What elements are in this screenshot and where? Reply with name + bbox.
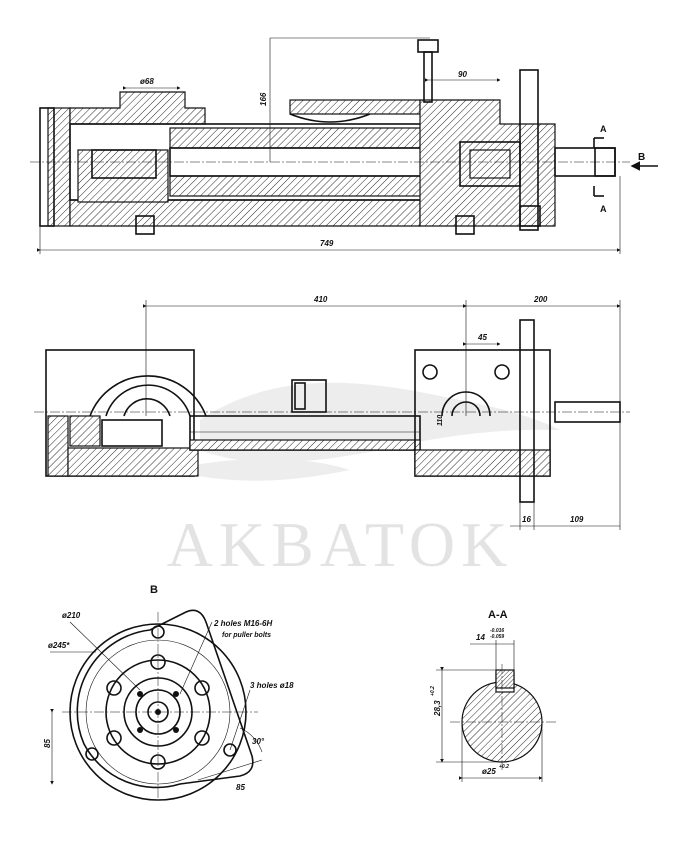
watermark-logo: AKBATOK (167, 382, 560, 580)
dim-28: 28,3 (433, 700, 442, 717)
dim-749: 749 (320, 239, 334, 248)
section-mark-a-top: A (600, 124, 607, 134)
dim-109: 109 (570, 515, 584, 524)
view-mark-b: B (638, 152, 645, 163)
tol-14-upper: -0.016 (490, 628, 504, 634)
tol-28: +0.2 (430, 686, 436, 696)
note-holes-m16-line2: for puller bolts (222, 632, 271, 639)
section-mark-a-bottom: A (600, 204, 607, 214)
note-holes-d18: 3 holes ø18 (250, 681, 294, 690)
middle-view: 410 200 45 110 16 109 (34, 295, 630, 530)
section-aa-title: A-A (488, 609, 508, 621)
dim-d68: ø68 (140, 77, 154, 86)
dim-45: 45 (477, 333, 487, 342)
note-holes-m16-line1: 2 holes M16-6H (213, 619, 272, 628)
dim-166: 166 (259, 92, 268, 106)
watermark-text: AKBATOK (167, 509, 514, 580)
dim-16: 16 (522, 515, 531, 524)
dim-90: 90 (458, 70, 467, 79)
dim-d245: ø245* (48, 641, 70, 650)
top-sectional-view: ø68 166 90 749 A A B (30, 37, 658, 254)
dim-14: 14 (476, 633, 485, 642)
section-aa: A-A 14 -0.016 -0.059 28,3 +0.2 ø25 +0.2 (430, 609, 556, 782)
view-b: B ø210 ø245* 2 holes M16-6H (43, 584, 294, 801)
view-b-title: B (150, 584, 158, 596)
dim-30deg: 30° (252, 737, 265, 746)
tol-d25: +0.2 (499, 764, 509, 770)
dim-85-vertical: 85 (43, 739, 52, 748)
tol-14-lower: -0.059 (490, 634, 504, 640)
dim-110: 110 (437, 415, 444, 426)
dim-200: 200 (533, 295, 548, 304)
dim-d25: ø25 (482, 767, 496, 776)
dim-d210: ø210 (62, 611, 81, 620)
dim-410: 410 (313, 295, 328, 304)
dim-85-angled: 85 (236, 783, 245, 792)
